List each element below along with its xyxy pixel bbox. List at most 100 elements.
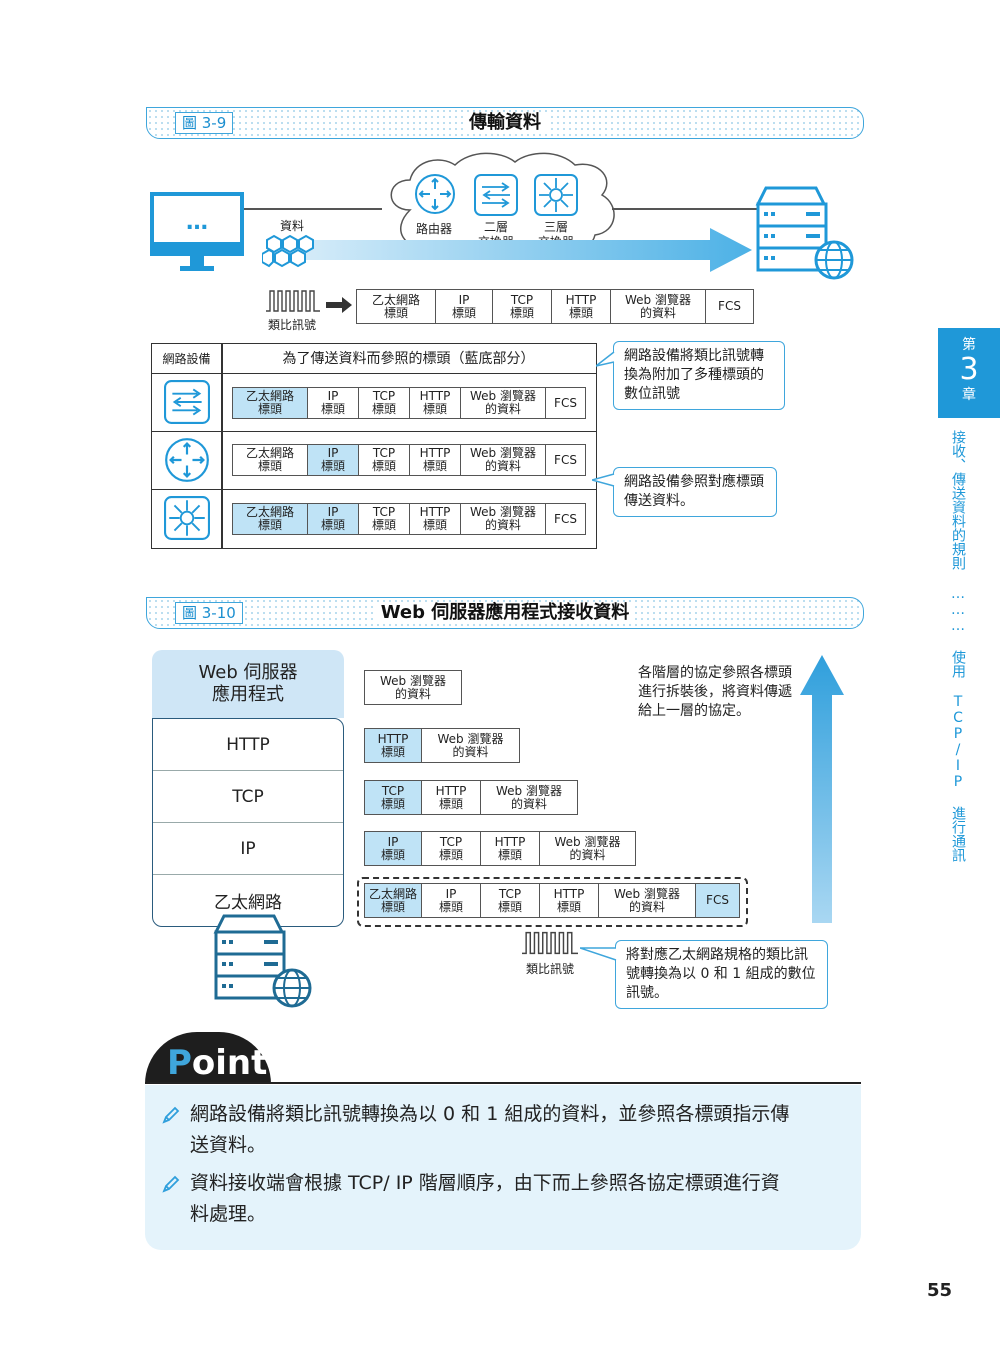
header-http: HTTP 標頭: [365, 729, 422, 762]
layer-note: 各階層的協定參照各標頭 進行拆裝後，將資料傳遞 給上一層的協定。: [638, 665, 792, 719]
router-packet-row: 乙太網路 標頭 IP 標頭 TCP 標頭 HTTP 標頭 Web 瀏覽器 的資料…: [232, 444, 586, 476]
point-heading: Point: [167, 1043, 267, 1083]
stack-layer-ethernet: 乙太網路: [153, 874, 343, 926]
header-http: HTTP 標頭: [422, 781, 481, 814]
l3-packet-row: 乙太網路 標頭 IP 標頭 TCP 標頭 HTTP 標頭 Web 瀏覽器 的資料…: [232, 503, 586, 535]
encap-row-application: Web 瀏覽器 的資料: [364, 670, 462, 705]
figure-title: Web 伺服器應用程式接收資料: [147, 601, 863, 625]
header-tcp: TCP 標頭: [365, 781, 422, 814]
stack-layer-tcp: TCP: [153, 770, 343, 822]
header-ip: IP 標頭: [436, 290, 493, 323]
analog-signal-icon: [522, 931, 578, 955]
callout-pointer: [596, 351, 615, 367]
header-ethernet: 乙太網路 標頭: [233, 388, 308, 418]
encap-row-tcp: TCP 標頭 HTTP 標頭 Web 瀏覽器 的資料: [364, 780, 578, 815]
l2-switch-icon: [474, 174, 518, 216]
header-tcp: TCP 標頭: [481, 884, 540, 917]
header-web-data: Web 瀏覽器 的資料: [554, 834, 621, 862]
figure-label: 圖 3-9: [175, 112, 234, 134]
point-box: 網路設備將類比訊號轉換為以 0 和 1 組成的資料，並參照各標頭指示傳 送資料。…: [145, 1085, 861, 1250]
router-label: 路由器: [415, 222, 452, 236]
chapter-tab-bottom: 章: [962, 387, 976, 403]
header-web-data: Web 瀏覽器 的資料: [437, 731, 504, 759]
header-ip: IP 標頭: [308, 445, 359, 475]
header-http: HTTP 標頭: [540, 884, 599, 917]
header-web-data: Web 瀏覽器 的資料: [599, 884, 696, 917]
header-web-data: Web 瀏覽器 的資料: [611, 290, 706, 323]
analog-signal-icon: [266, 290, 320, 312]
figure-3-9-banner: 圖 3-9 傳輸資料: [146, 107, 864, 139]
wire-line-right: [612, 208, 757, 210]
header-web-data: Web 瀏覽器 的資料: [380, 673, 446, 701]
header-tcp: TCP 標頭: [493, 290, 552, 323]
table-divider: [151, 431, 596, 432]
header-http: HTTP 標頭: [481, 832, 540, 865]
encap-row-ethernet: 乙太網路 標頭 IP 標頭 TCP 標頭 HTTP 標頭 Web 瀏覽器 的資料…: [364, 883, 740, 918]
point-item-2-line-1: 資料接收端會根據 TCP/ IP 階層順序，由下而上參照各協定標頭進行資: [190, 1172, 780, 1194]
header-ip: IP 標頭: [308, 504, 359, 534]
router-icon: [415, 174, 455, 214]
stack-layer-http: HTTP: [226, 734, 270, 755]
chapter-running-title: 接收、傳送資料的規則 ……… 使用 TCP/IP 進行通訊: [950, 430, 966, 862]
header-ethernet: 乙太網路 標頭: [233, 445, 308, 475]
header-http: HTTP 標頭: [552, 290, 611, 323]
server-icon: [755, 186, 854, 280]
encap-row-ip: IP 標頭 TCP 標頭 HTTP 標頭 Web 瀏覽器 的資料: [364, 831, 636, 866]
callout-pointer: [580, 947, 617, 961]
point-rule: [145, 1082, 861, 1084]
table-divider: [151, 373, 596, 374]
chapter-number: 3: [959, 352, 979, 387]
stack-application: Web 伺服器 應用程式: [152, 650, 344, 718]
header-tcp: TCP 標頭: [359, 388, 410, 418]
analog-label: 類比訊號: [267, 318, 316, 332]
monitor-dots: …: [186, 210, 208, 235]
header-http: HTTP 標頭: [410, 504, 461, 534]
header-ethernet: 乙太網路 標頭: [357, 290, 436, 323]
header-ip: IP 標頭: [308, 388, 359, 418]
callout-pointer: [592, 473, 615, 487]
table-header-device: 網路設備: [162, 352, 211, 366]
callout-conversion: 網路設備將類比訊號轉 換為附加了多種標頭的 數位訊號: [613, 341, 785, 410]
analog-label: 類比訊號: [525, 962, 574, 976]
ethernet-frame-dashed-box: [357, 877, 748, 927]
server-icon: [213, 914, 312, 1008]
header-http: HTTP 標頭: [410, 445, 461, 475]
computer-icon: [150, 192, 244, 271]
header-http: HTTP 標頭: [410, 388, 461, 418]
router-icon: [165, 438, 209, 482]
point-item-1-line-1: 網路設備將類比訊號轉換為以 0 和 1 組成的資料，並參照各標頭指示傳: [190, 1103, 790, 1125]
figure-title: 傳輸資料: [147, 111, 863, 135]
figure-label: 圖 3-10: [175, 602, 243, 624]
header-web-data: Web 瀏覽器 的資料: [461, 504, 546, 534]
point-heading-initial: P: [167, 1043, 192, 1083]
l2-packet-row: 乙太網路 標頭 IP 標頭 TCP 標頭 HTTP 標頭 Web 瀏覽器 的資料…: [232, 387, 586, 419]
figure-3-10-banner: 圖 3-10 Web 伺服器應用程式接收資料: [146, 597, 864, 629]
header-fcs: FCS: [554, 452, 577, 467]
header-tcp: TCP 標頭: [359, 504, 410, 534]
header-web-data: Web 瀏覽器 的資料: [461, 445, 546, 475]
wire-line: [244, 208, 382, 210]
packet-header-row: 乙太網路 標頭 IP 標頭 TCP 標頭 HTTP 標頭 Web 瀏覽器 的資料…: [356, 289, 754, 324]
header-fcs: FCS: [718, 299, 741, 313]
table-header-desc: 為了傳送資料而參照的標頭（藍底部分）: [282, 351, 535, 367]
point-item-2-line-2: 料處理。: [190, 1203, 267, 1225]
table-divider: [221, 343, 223, 548]
pencil-icon: [162, 1106, 180, 1124]
protocol-stack: Web 伺服器 應用程式 HTTP TCP IP 乙太網路: [152, 650, 344, 927]
table-divider: [151, 489, 596, 490]
convert-arrow: [326, 297, 352, 313]
stack-layers: HTTP TCP IP 乙太網路: [152, 718, 344, 927]
header-fcs: FCS: [696, 884, 739, 917]
header-web-data: Web 瀏覽器 的資料: [496, 783, 562, 811]
header-ethernet: 乙太網路 標頭: [233, 504, 308, 534]
callout-digital-conversion: 將對應乙太網路規格的類比訊 號轉換為以 0 和 1 組成的數位 訊號。: [615, 940, 828, 1009]
header-ethernet: 乙太網路 標頭: [365, 884, 422, 917]
header-fcs: FCS: [554, 511, 577, 526]
point-item-1-line-2: 送資料。: [190, 1134, 267, 1156]
header-ip: IP 標頭: [422, 884, 481, 917]
data-flow-arrow: [300, 228, 752, 272]
data-label: 資料: [279, 219, 304, 233]
chapter-tab-top: 第: [962, 337, 976, 353]
header-ip: IP 標頭: [365, 832, 422, 865]
page-number: 55: [926, 1280, 952, 1301]
